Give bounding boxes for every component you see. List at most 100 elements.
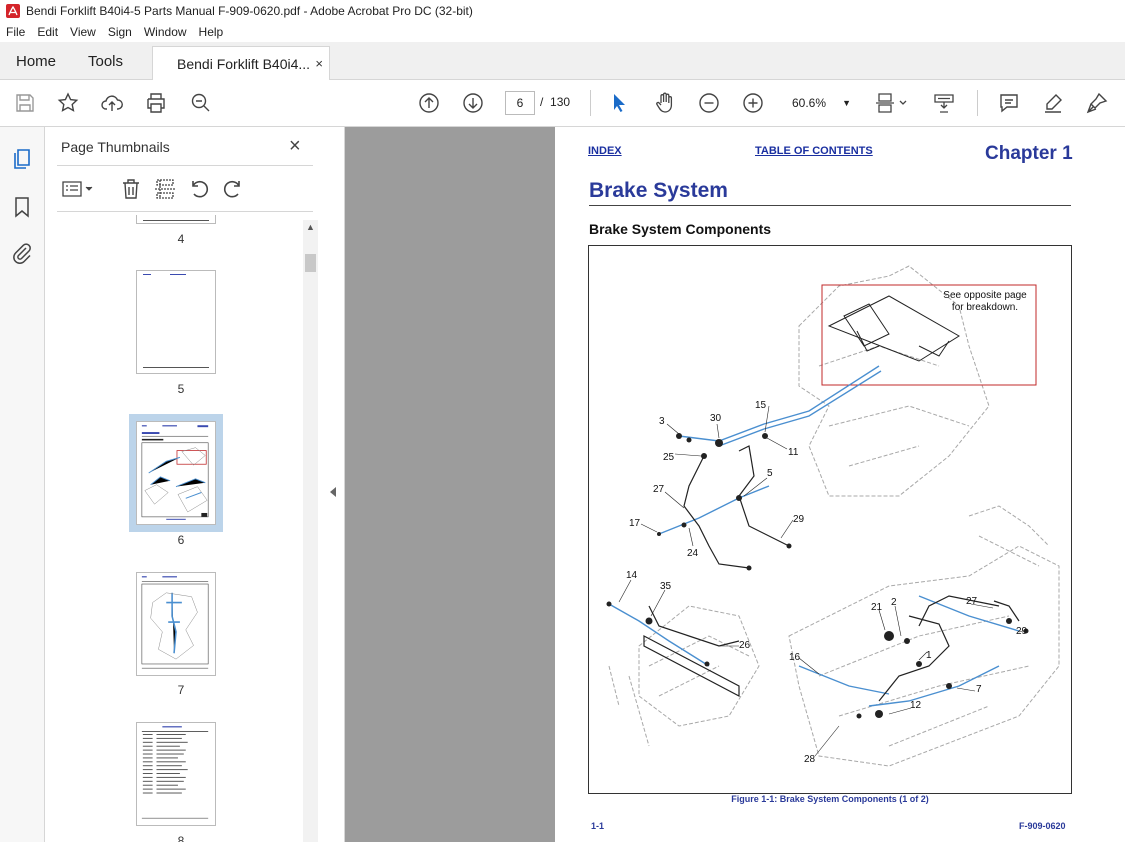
- panel-collapse-handle[interactable]: [325, 127, 345, 842]
- bookmark-star-button[interactable]: [55, 90, 81, 116]
- left-navigation-rail: [0, 127, 45, 842]
- thumbnail-label: 8: [177, 834, 185, 842]
- thumbnail-page-7[interactable]: [136, 572, 216, 676]
- panel-close-icon[interactable]: ×: [289, 135, 301, 157]
- thumbnail-page-8[interactable]: [136, 722, 216, 826]
- total-pages: 130: [550, 95, 571, 109]
- rotate-clockwise-icon[interactable]: [221, 177, 245, 201]
- menu-edit[interactable]: Edit: [37, 25, 59, 39]
- menu-bar: File Edit View Sign Window Help: [0, 22, 1125, 42]
- bookmark-icon[interactable]: [10, 195, 34, 219]
- page-footer-number: 1-1: [591, 821, 605, 831]
- callout-label: 21: [871, 602, 883, 613]
- rotate-counterclockwise-icon[interactable]: [187, 177, 211, 201]
- section-title: Brake System: [589, 179, 728, 202]
- page-thumbnails-panel: Page Thumbnails × 4 5: [45, 127, 325, 842]
- document-viewer[interactable]: INDEX TABLE OF CONTENTS Chapter 1 Brake …: [345, 127, 1125, 842]
- table-of-contents-link[interactable]: TABLE OF CONTENTS: [755, 145, 873, 157]
- share-button[interactable]: [99, 90, 125, 116]
- tab-document-label: Bendi Forklift B40i4...: [177, 56, 311, 72]
- brake-system-diagram: See opposite page for breakdown.: [606, 265, 1060, 767]
- chapter-heading: Chapter 1: [985, 143, 1073, 164]
- list-options-icon: [62, 181, 93, 197]
- callout-label: 2: [891, 597, 897, 608]
- thumbnail-page-5[interactable]: [136, 270, 216, 374]
- tab-home[interactable]: Home: [16, 53, 57, 70]
- cloud-upload-icon: [101, 95, 123, 111]
- callout-label: 27: [966, 596, 978, 607]
- chevron-down-icon: ▼: [842, 98, 851, 108]
- cursor-arrow-icon: [614, 94, 625, 112]
- page-thumbnails-icon[interactable]: [10, 147, 34, 171]
- callout-label: 26: [739, 640, 751, 651]
- thumbnail-page-6[interactable]: [129, 414, 223, 532]
- page-display-button[interactable]: [874, 90, 912, 116]
- window-title: Bendi Forklift B40i4-5 Parts Manual F-90…: [26, 4, 473, 18]
- save-button[interactable]: [12, 90, 38, 116]
- thumbnail-label: 5: [177, 382, 185, 396]
- callout-label: 30: [710, 413, 722, 424]
- page-number-input[interactable]: 6: [505, 91, 535, 115]
- thumbnail-page-4[interactable]: [136, 215, 216, 224]
- index-link[interactable]: INDEX: [588, 145, 622, 157]
- callout-label: 1: [926, 650, 932, 661]
- callout-label: 16: [789, 652, 801, 663]
- scrollbar-thumb[interactable]: [305, 254, 316, 272]
- figure-caption: Figure 1-1: Brake System Components (1 o…: [731, 794, 929, 804]
- menu-sign[interactable]: Sign: [107, 25, 132, 39]
- menu-view[interactable]: View: [70, 25, 96, 39]
- toolbar-divider: [977, 90, 978, 116]
- scroll-up-icon[interactable]: ▲: [306, 222, 315, 232]
- toolbar-divider: [590, 90, 591, 116]
- zoom-value: 60.6%: [792, 96, 827, 110]
- fountain-pen-icon: [1086, 92, 1108, 114]
- callout-label: 28: [804, 754, 816, 765]
- zoom-level-select[interactable]: 60.6% ▼: [783, 91, 855, 115]
- thumbnail-label: 4: [177, 232, 185, 246]
- callout-label: 17: [629, 518, 641, 529]
- tab-close-icon[interactable]: ×: [315, 56, 323, 71]
- menu-window[interactable]: Window: [143, 25, 187, 39]
- paperclip-icon[interactable]: [10, 241, 34, 265]
- tab-bar: Home Tools Bendi Forklift B40i4... ×: [0, 42, 1125, 81]
- extract-pages-icon[interactable]: [153, 177, 177, 201]
- callout-label: 29: [793, 514, 805, 525]
- callout-label: 7: [976, 684, 982, 695]
- callout-label: 29: [1016, 626, 1028, 637]
- previous-page-button[interactable]: [416, 90, 442, 116]
- thumbnail-scrollbar[interactable]: ▲: [303, 220, 318, 842]
- menu-file[interactable]: File: [6, 25, 26, 39]
- tab-tools[interactable]: Tools: [88, 53, 124, 70]
- pipe-assemblies: [643, 445, 1020, 702]
- comment-button[interactable]: [996, 90, 1022, 116]
- callout-label: 27: [653, 484, 665, 495]
- callout-label: 14: [626, 570, 638, 581]
- menu-help[interactable]: Help: [198, 25, 224, 39]
- document-number: F-909-0620: [1019, 821, 1066, 831]
- frame-outline: [608, 265, 1060, 767]
- print-button[interactable]: [143, 90, 169, 116]
- highlight-button[interactable]: [1040, 90, 1066, 116]
- printer-icon: [147, 93, 165, 113]
- hand-tool-button[interactable]: [652, 90, 678, 116]
- callout-label: 15: [755, 400, 767, 411]
- zoom-in-button[interactable]: [740, 90, 766, 116]
- heading-rule: [589, 205, 1071, 206]
- zoom-out-button[interactable]: [696, 90, 722, 116]
- pdf-page: INDEX TABLE OF CONTENTS Chapter 1 Brake …: [555, 127, 1125, 842]
- highlighter-pen-icon: [1045, 94, 1062, 113]
- find-button[interactable]: [188, 90, 214, 116]
- tab-document[interactable]: Bendi Forklift B40i4... ×: [152, 46, 330, 81]
- scrolling-mode-button[interactable]: [931, 90, 957, 116]
- keyboard-scroll-icon: [934, 94, 954, 113]
- select-tool-button[interactable]: [606, 90, 632, 116]
- breakdown-highlight-box: [821, 284, 1037, 386]
- sign-button[interactable]: [1084, 90, 1110, 116]
- callout-label: 3: [659, 416, 665, 427]
- thumbnail-options-menu[interactable]: [61, 177, 97, 201]
- next-page-button[interactable]: [460, 90, 486, 116]
- callout-label: 11: [788, 447, 799, 458]
- brake-system-figure: See opposite page for breakdown.: [588, 245, 1072, 794]
- subsection-title: Brake System Components: [589, 221, 772, 237]
- trash-icon[interactable]: [119, 177, 143, 201]
